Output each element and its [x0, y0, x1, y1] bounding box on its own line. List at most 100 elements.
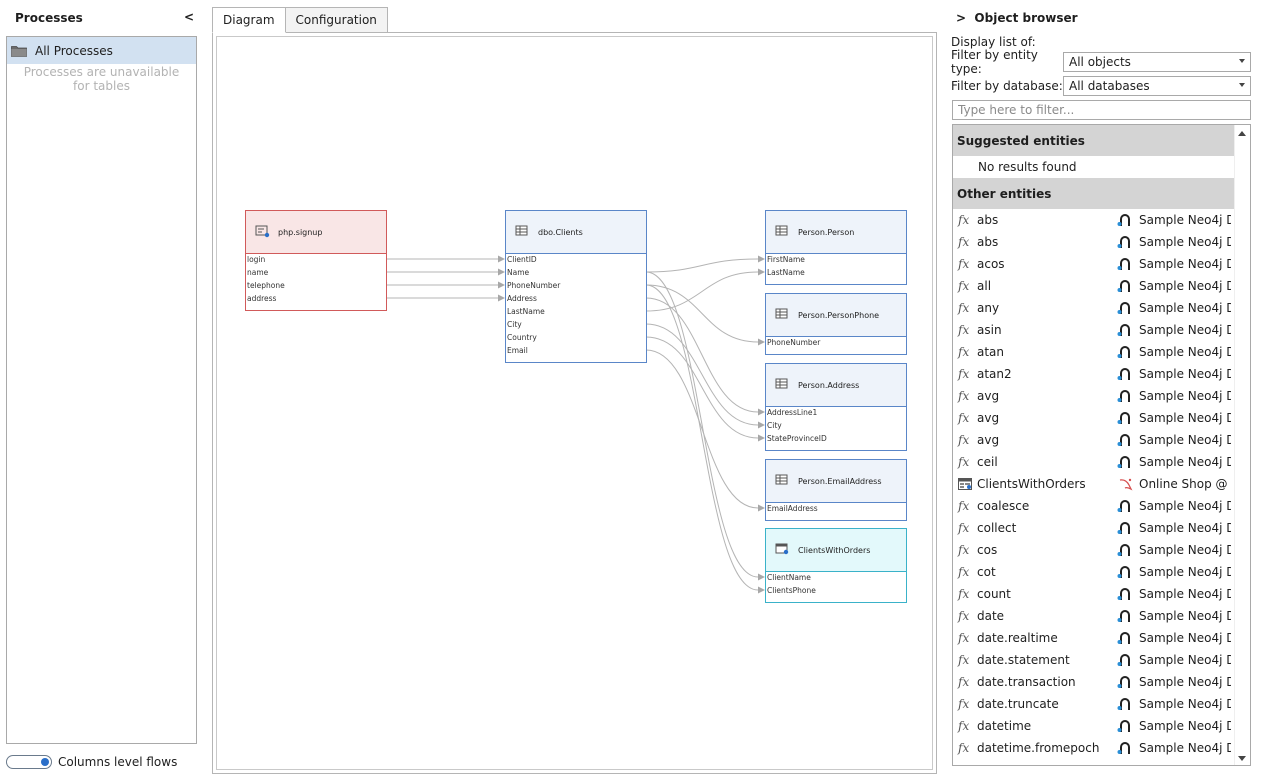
expand-panel-button[interactable]: >: [956, 11, 967, 25]
neo4j-icon: [1117, 411, 1137, 425]
node-column[interactable]: login: [247, 255, 266, 264]
tab-configuration[interactable]: Configuration: [284, 7, 388, 33]
object-name: date.realtime: [977, 631, 1058, 645]
node-column[interactable]: Name: [507, 268, 530, 277]
node-column[interactable]: telephone: [247, 281, 285, 290]
object-filter-input[interactable]: [952, 100, 1251, 120]
node-column[interactable]: City: [767, 421, 782, 430]
function-icon: fx: [958, 389, 970, 403]
node-column[interactable]: FirstName: [767, 255, 805, 264]
node-column[interactable]: StateProvinceID: [767, 434, 827, 443]
node-column[interactable]: ClientName: [767, 573, 811, 582]
diagram-node[interactable]: Person.AddressAddressLine1CityStateProvi…: [765, 363, 907, 451]
node-column[interactable]: City: [507, 320, 522, 329]
table-icon: [775, 378, 788, 389]
entity-type-value: All objects: [1069, 55, 1131, 69]
flow-arrow: [498, 294, 505, 302]
tab-diagram[interactable]: Diagram: [212, 7, 286, 33]
scroll-down-icon[interactable]: [1238, 756, 1246, 761]
diagram-node[interactable]: dbo.ClientsClientIDNamePhoneNumberAddres…: [505, 210, 647, 363]
table-icon: [775, 474, 788, 485]
all-processes-item[interactable]: All Processes: [7, 37, 196, 64]
node-title: php.signup: [278, 228, 322, 237]
object-browser-panel: > Object browser Display list of: Filter…: [945, 0, 1261, 781]
table-icon: [515, 225, 528, 236]
object-database: Sample Neo4j D...: [1139, 543, 1231, 557]
node-column[interactable]: address: [247, 294, 277, 303]
node-title: ClientsWithOrders: [798, 546, 870, 555]
no-results-text: No results found: [953, 156, 1234, 178]
node-column[interactable]: ClientID: [507, 255, 537, 264]
object-database: Sample Neo4j D...: [1139, 719, 1231, 733]
suggested-entities-header: Suggested entities: [953, 125, 1234, 156]
object-list[interactable]: Suggested entities No results found Othe…: [952, 124, 1251, 766]
scroll-up-icon[interactable]: [1238, 131, 1246, 136]
object-database: Sample Neo4j D...: [1139, 587, 1231, 601]
flow-arrow: [758, 421, 765, 429]
node-column[interactable]: LastName: [767, 268, 805, 277]
flow-line[interactable]: [645, 323, 759, 426]
neo4j-icon: [1117, 213, 1137, 227]
view-icon: [775, 543, 789, 555]
columns-level-flows-toggle[interactable]: [6, 755, 52, 769]
node-column[interactable]: PhoneNumber: [507, 281, 561, 290]
other-entities-header: Other entities: [953, 178, 1234, 209]
lineage-diagram[interactable]: php.signuploginnametelephoneaddressdbo.C…: [217, 37, 934, 771]
diagram-node[interactable]: php.signup login name telephone address: [245, 210, 387, 311]
flow-line[interactable]: [645, 258, 759, 273]
node-column[interactable]: Email: [507, 346, 528, 355]
diagram-tabs: Diagram Configuration: [212, 7, 388, 33]
entity-type-select[interactable]: All objects: [1063, 52, 1251, 72]
object-list-scrollbar[interactable]: [1234, 125, 1250, 765]
flow-line[interactable]: [645, 284, 759, 591]
node-column[interactable]: LastName: [507, 307, 545, 316]
node-column[interactable]: Address: [507, 294, 537, 303]
object-name: ceil: [977, 455, 998, 469]
node-column[interactable]: name: [247, 268, 269, 277]
node-column[interactable]: EmailAddress: [767, 504, 818, 513]
flow-line[interactable]: [645, 297, 759, 413]
flow-line[interactable]: [645, 349, 759, 509]
node-column[interactable]: Country: [507, 333, 537, 342]
flow-line[interactable]: [645, 336, 759, 439]
collapse-panel-button[interactable]: <: [184, 10, 195, 24]
node-column[interactable]: ClientsPhone: [767, 586, 816, 595]
flow-line[interactable]: [645, 271, 759, 312]
function-icon: fx: [958, 697, 970, 711]
flow-line[interactable]: [645, 284, 759, 343]
database-select[interactable]: All databases: [1063, 76, 1251, 96]
node-column[interactable]: AddressLine1: [767, 408, 817, 417]
node-column[interactable]: PhoneNumber: [767, 338, 821, 347]
flow-line[interactable]: [645, 271, 759, 578]
